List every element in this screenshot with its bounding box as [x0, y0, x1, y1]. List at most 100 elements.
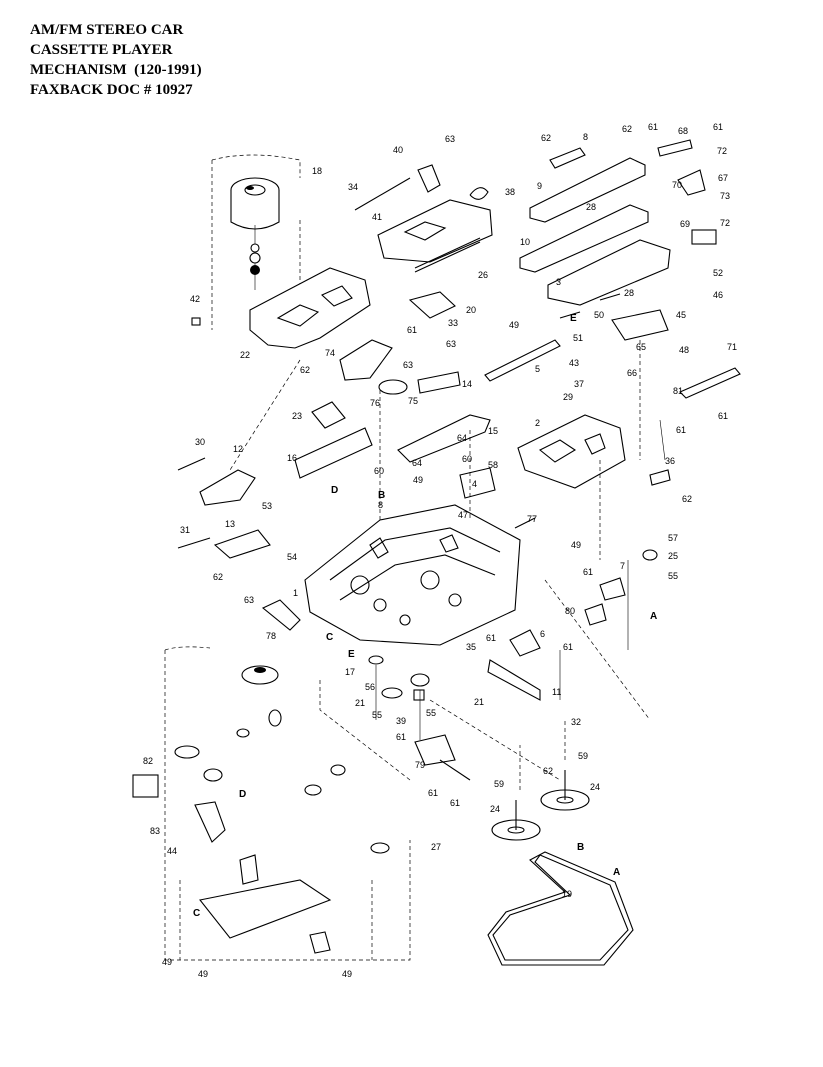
- part-callout: B: [577, 842, 584, 853]
- part-callout: 67: [718, 173, 728, 183]
- part-callout: 49: [509, 320, 519, 330]
- part-callout: 62: [541, 133, 551, 143]
- right-small-parts: [487, 419, 671, 701]
- bracket-26: [354, 164, 493, 273]
- part-callout: 50: [594, 310, 604, 320]
- part-callout: 62: [622, 124, 632, 134]
- part-callout: 8: [378, 500, 383, 510]
- part-callout: 63: [403, 360, 413, 370]
- part-callout: 17: [345, 667, 355, 677]
- part-callout: 61: [676, 425, 686, 435]
- part-callout: 24: [590, 782, 600, 792]
- part-callout: 9: [537, 181, 542, 191]
- part-callout: 70: [672, 180, 682, 190]
- part-callout: 60: [374, 466, 384, 476]
- part-callout: 39: [396, 716, 406, 726]
- part-callout: 61: [713, 122, 723, 132]
- part-callout: 13: [225, 519, 235, 529]
- part-callout: 12: [233, 444, 243, 454]
- part-callout: 61: [718, 411, 728, 421]
- part-callout: 64: [412, 458, 422, 468]
- title-line-1: AM/FM STEREO CAR: [30, 22, 184, 38]
- part-callout: 21: [355, 698, 365, 708]
- right-slide-assemblies: [519, 139, 717, 341]
- part-callout: C: [193, 908, 200, 919]
- part-callout: 69: [680, 219, 690, 229]
- part-callout: 63: [446, 339, 456, 349]
- part-callout: 28: [586, 202, 596, 212]
- part-callout: 57: [668, 533, 678, 543]
- part-callout: 18: [312, 166, 322, 176]
- part-callout: 61: [583, 567, 593, 577]
- part-callout: 43: [569, 358, 579, 368]
- part-callout: 73: [720, 191, 730, 201]
- part-callout: 3: [556, 277, 561, 287]
- part-callout: 24: [490, 804, 500, 814]
- part-callout: 11: [552, 687, 561, 697]
- part-callout: 29: [563, 392, 573, 402]
- part-callout: 46: [713, 290, 723, 300]
- center-gears: [368, 655, 430, 740]
- part-callout: 44: [167, 846, 177, 856]
- part-callout: 49: [162, 957, 172, 967]
- part-callout: 76: [370, 398, 380, 408]
- part-callout: 60: [462, 454, 472, 464]
- part-callout: 34: [348, 182, 358, 192]
- part-callout: D: [239, 789, 246, 800]
- motor-assembly: [211, 154, 301, 330]
- part-callout: 40: [393, 145, 403, 155]
- part-callout: 74: [325, 348, 335, 358]
- part-callout: 61: [450, 798, 460, 808]
- part-callout: 49: [413, 475, 423, 485]
- part-callout: 55: [372, 710, 382, 720]
- part-callout: 62: [682, 494, 692, 504]
- part-callout: 62: [543, 766, 553, 776]
- part-callout: 80: [565, 606, 575, 616]
- part-callout: 1: [293, 588, 298, 598]
- part-callout: 27: [431, 842, 441, 852]
- part-callout: 82: [143, 756, 153, 766]
- part-callout: E: [570, 313, 577, 324]
- part-callout: 41: [372, 212, 382, 222]
- part-callout: 20: [466, 305, 476, 315]
- part-callout: 77: [527, 514, 537, 524]
- gear-subassembly-27: [132, 646, 411, 961]
- part-callout: 54: [287, 552, 297, 562]
- plate-2: [517, 414, 626, 489]
- part-callout: 61: [428, 788, 438, 798]
- part-callout: 49: [198, 969, 208, 979]
- part-callout: 71: [727, 342, 737, 352]
- part-callout: 6: [540, 629, 545, 639]
- part-callout: A: [650, 611, 657, 622]
- part-callout: 42: [190, 294, 200, 304]
- part-callout: 30: [195, 437, 205, 447]
- part-callout: 47: [458, 510, 468, 520]
- part-callout: 63: [244, 595, 254, 605]
- part-callout: 61: [563, 642, 573, 652]
- arm-parts: [177, 291, 491, 559]
- main-chassis: [261, 467, 536, 646]
- part-callout: 68: [678, 126, 688, 136]
- part-callout: 52: [713, 268, 723, 278]
- part-callout: 19: [562, 889, 572, 899]
- part-callout: 61: [648, 122, 658, 132]
- part-callout: C: [326, 632, 333, 643]
- part-callout: 55: [668, 571, 678, 581]
- part-callout: 61: [396, 732, 406, 742]
- part-callout: 51: [573, 333, 583, 343]
- part-callout: 81: [673, 386, 683, 396]
- part-callout: 26: [478, 270, 488, 280]
- part-callout: 61: [486, 633, 496, 643]
- part-callout: 8: [583, 132, 588, 142]
- part-callout: 53: [262, 501, 272, 511]
- part-callout: 83: [150, 826, 160, 836]
- part-callout: 16: [287, 453, 297, 463]
- part-callout: 37: [574, 379, 584, 389]
- part-callout: B: [378, 490, 385, 501]
- part-callout: A: [613, 867, 620, 878]
- flywheels-and-belt: [414, 734, 634, 966]
- part-callout: 61: [407, 325, 417, 335]
- part-callout: 64: [457, 433, 467, 443]
